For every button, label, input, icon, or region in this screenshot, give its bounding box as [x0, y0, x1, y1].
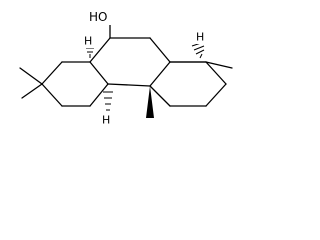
bond-c1-c2 — [41, 61, 63, 85]
bond-c5-c10 — [89, 61, 109, 85]
label-hydroxyl: HO — [88, 9, 112, 25]
ring-a-bonds — [41, 61, 109, 107]
hash-bond-c14 — [191, 41, 205, 59]
gem-dimethyl-bonds — [19, 67, 43, 99]
bond-methyl-c-up — [205, 61, 233, 69]
hash-bond-c9 — [103, 91, 113, 111]
h-c8-label: H — [84, 35, 92, 48]
bond-c2-c3 — [41, 83, 63, 107]
ring-c-methyl-bonds — [169, 61, 233, 69]
bond-c10-c9 — [89, 37, 111, 63]
bond-c13-c5 — [107, 83, 151, 87]
bond-methyl-b — [21, 83, 43, 99]
bond-c4-c5 — [89, 83, 109, 107]
ring-c-bonds — [149, 61, 227, 107]
bond-c12-c13 — [149, 61, 171, 87]
label-h-c14: H — [194, 30, 208, 44]
hydroxyl-label: HO — [89, 10, 107, 24]
wedge-bond-c13 — [146, 86, 154, 118]
label-h-c9: H — [100, 113, 114, 127]
bond-methyl-a — [19, 67, 43, 85]
h-c14-label: H — [196, 31, 204, 44]
molecule-structure-diagram: HO H H H — [19, 9, 233, 127]
label-h-c8: H — [82, 34, 96, 48]
ring-b-bonds — [89, 37, 171, 87]
bond-c14-c15 — [205, 61, 227, 85]
bond-c11-c12 — [149, 37, 171, 63]
bond-c15-c16 — [205, 83, 227, 107]
h-c9-label: H — [102, 114, 110, 127]
bond-c17-c13 — [149, 85, 171, 107]
